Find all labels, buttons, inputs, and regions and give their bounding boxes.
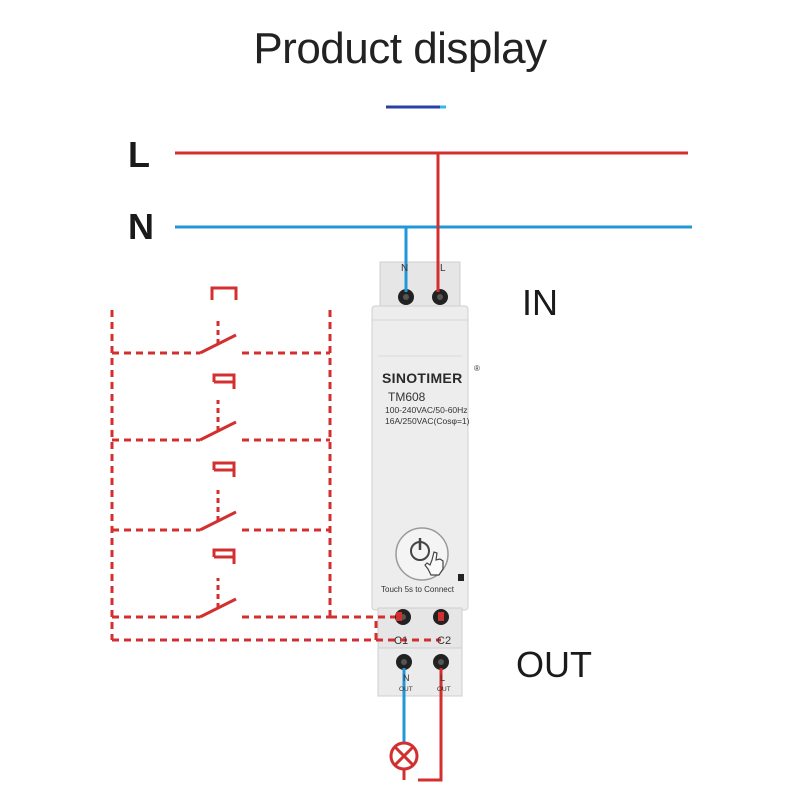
c2-terminal-marker (438, 612, 444, 621)
terminal-label-in-l: L (440, 263, 446, 274)
output-label: OUT (516, 644, 592, 685)
lamp-icon (389, 741, 419, 771)
terminal-sublabel-out-l: OUT (437, 686, 451, 693)
neutral-bus-label: N (128, 206, 154, 247)
current-spec: 16A/250VAC(Cosφ=1) (385, 416, 470, 426)
terminal-label-c1: C1 (394, 635, 409, 647)
terminal-label-out-l: L (440, 673, 446, 683)
terminal-label-out-n: N (403, 673, 410, 683)
terminal-screws (395, 289, 449, 670)
registered-mark: ® (474, 364, 480, 373)
page-title: Product display (253, 24, 547, 73)
voltage-spec: 100-240VAC/50-60Hz (385, 405, 468, 415)
relay-switch-network (110, 310, 441, 642)
hand-pointer-icon (424, 551, 444, 576)
status-led (458, 574, 464, 581)
terminal-label-c2: C2 (437, 635, 452, 647)
line-output-wire (418, 668, 443, 782)
device-model: TM608 (388, 390, 426, 404)
timer-device (371, 261, 469, 697)
relay-switch-contacts (199, 286, 238, 619)
device-brand: SINOTIMER (382, 370, 463, 386)
c1-terminal-marker (396, 612, 402, 621)
line-bus-label: L (128, 134, 150, 175)
terminal-label-in-n: N (401, 263, 409, 274)
input-label: IN (522, 282, 558, 323)
terminal-sublabel-out-n: OUT (399, 686, 413, 693)
touch-hint: Touch 5s to Connect (381, 585, 454, 594)
